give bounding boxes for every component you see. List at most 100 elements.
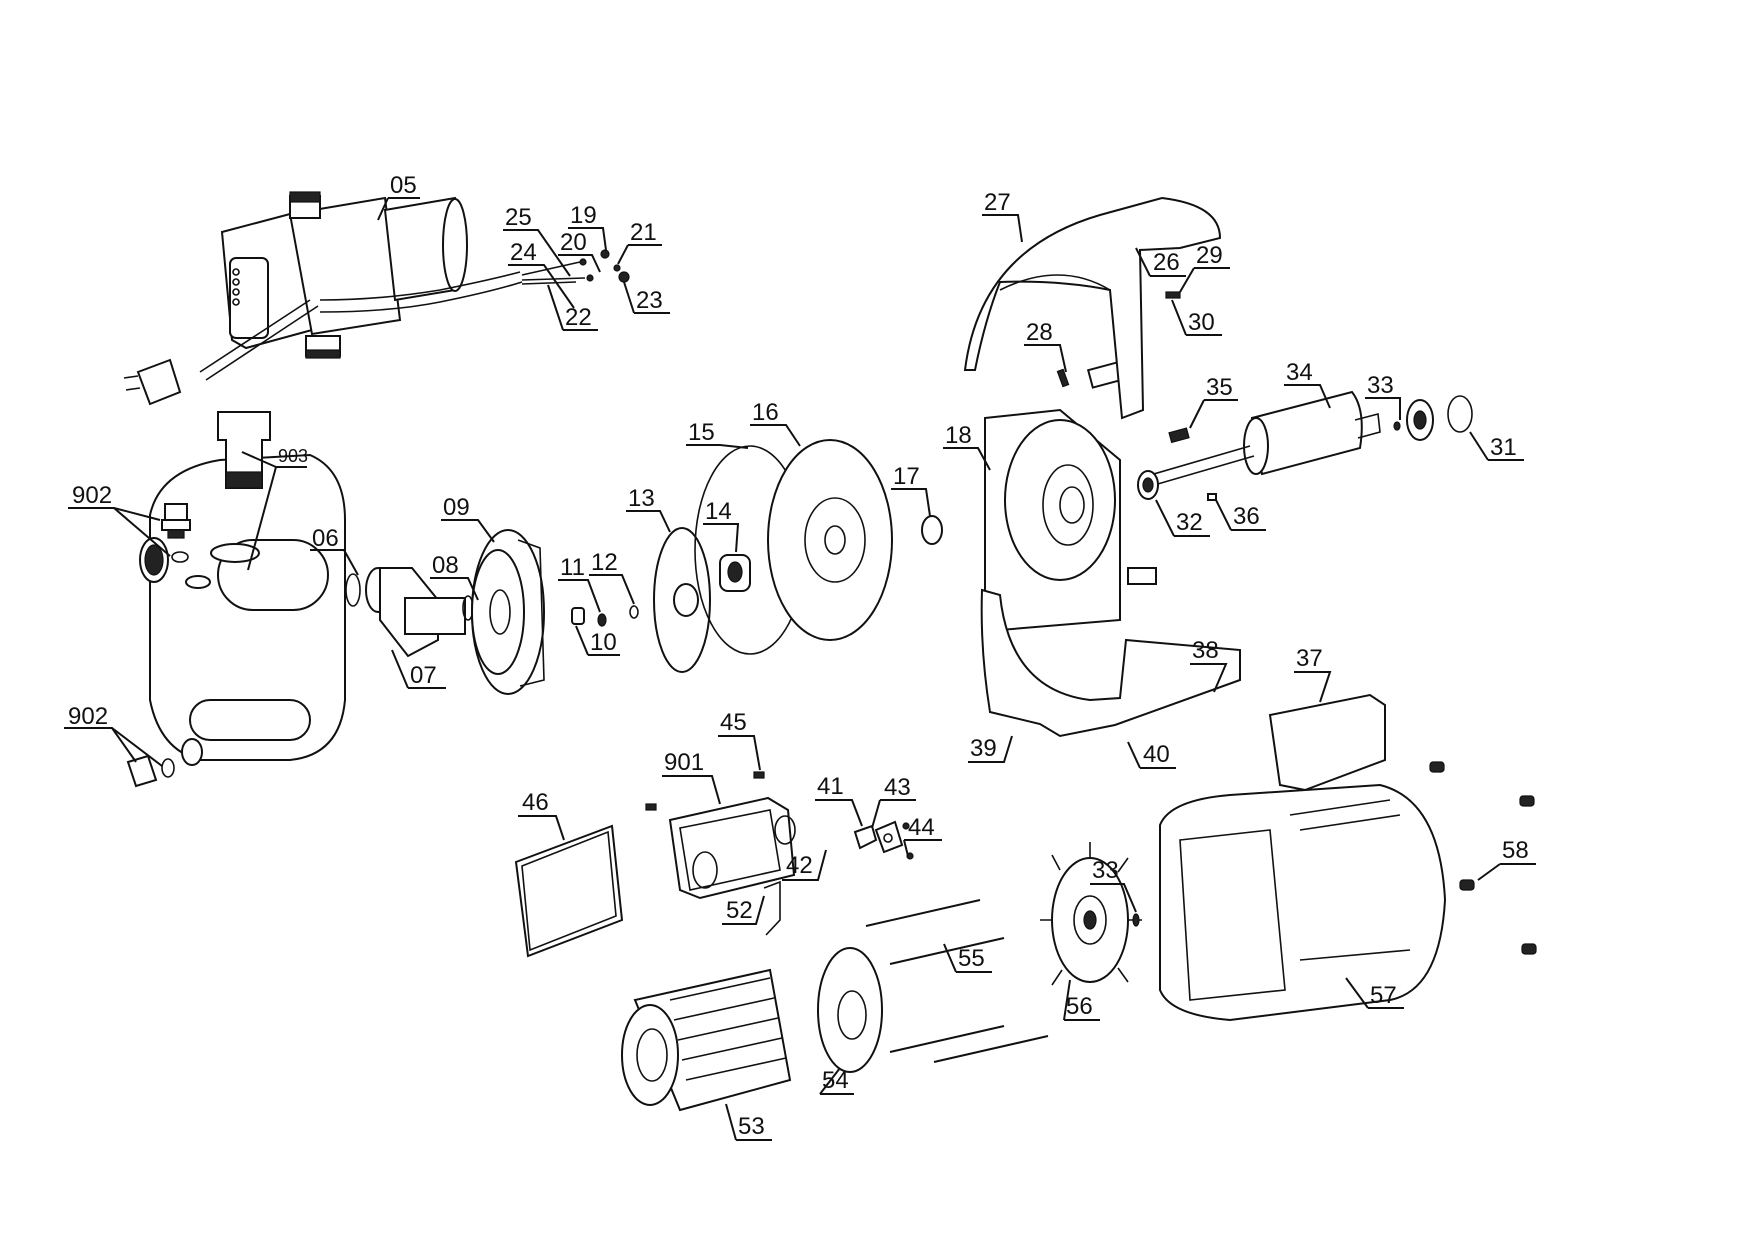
part-label-09: 09	[441, 494, 495, 543]
part-label-57: 57	[1345, 977, 1404, 1009]
part-label-901: 901	[662, 749, 721, 805]
part-label-07: 07	[391, 649, 446, 689]
svg-text:30: 30	[1188, 309, 1215, 336]
svg-text:902: 902	[72, 482, 112, 509]
svg-text:902: 902	[68, 703, 108, 730]
drain-plugs-part	[126, 503, 191, 788]
svg-text:17: 17	[893, 463, 920, 490]
part-label-902-top: 902	[68, 482, 171, 557]
part-label-20: 20	[558, 229, 601, 273]
part-label-08: 08	[430, 552, 479, 601]
svg-text:28: 28	[1026, 319, 1053, 346]
svg-text:58: 58	[1502, 837, 1529, 864]
part-label-903: 903	[241, 446, 308, 571]
svg-text:32: 32	[1176, 509, 1203, 536]
part-label-52: 52	[722, 895, 765, 925]
screw-29-30-part	[1165, 291, 1181, 299]
part-label-12: 12	[589, 549, 635, 605]
part-label-55: 55	[943, 943, 992, 973]
part-label-902-bottom: 902	[64, 703, 163, 767]
part-label-45: 45	[718, 709, 761, 771]
part-label-32: 32	[1155, 499, 1210, 537]
svg-text:46: 46	[522, 789, 549, 816]
pump-housing-part	[139, 411, 346, 766]
svg-text:27: 27	[984, 189, 1011, 216]
handle-part	[963, 196, 1222, 420]
svg-text:45: 45	[720, 709, 747, 736]
pressure-switch-part	[123, 191, 630, 406]
svg-text:31: 31	[1490, 434, 1517, 461]
part-label-21: 21	[617, 219, 662, 265]
part-label-46: 46	[518, 789, 565, 841]
screws-58-part	[1429, 761, 1537, 955]
part-label-39: 39	[968, 735, 1013, 763]
svg-text:07: 07	[410, 662, 437, 689]
part-label-35: 35	[1189, 374, 1238, 429]
svg-text:06: 06	[312, 525, 339, 552]
svg-text:56: 56	[1066, 993, 1093, 1020]
svg-text:24: 24	[510, 239, 537, 266]
svg-text:39: 39	[970, 735, 997, 762]
part-label-22: 22	[547, 284, 598, 331]
svg-text:10: 10	[590, 629, 617, 656]
part-label-42: 42	[782, 849, 827, 881]
part-label-15: 15	[686, 419, 749, 449]
svg-text:54: 54	[822, 1067, 849, 1094]
part-label-30: 30	[1171, 299, 1222, 336]
part-label-23: 23	[623, 281, 670, 314]
svg-text:36: 36	[1233, 503, 1260, 530]
part-label-37: 37	[1294, 645, 1332, 703]
part-label-19: 19	[568, 202, 607, 251]
rotor-part	[1137, 390, 1473, 501]
part-label-11: 11	[558, 554, 601, 613]
svg-text:23: 23	[636, 287, 663, 314]
svg-text:16: 16	[752, 399, 779, 426]
screw-28-part	[1056, 368, 1070, 388]
part-label-34: 34	[1284, 359, 1331, 409]
part-label-28: 28	[1024, 319, 1067, 373]
svg-text:37: 37	[1296, 645, 1323, 672]
capacitor-box-part	[514, 771, 914, 958]
svg-text:22: 22	[565, 304, 592, 331]
washer-33-part	[1132, 913, 1140, 927]
part-label-44: 44	[903, 814, 942, 857]
motor-housing-part	[1159, 783, 1447, 1022]
svg-text:11: 11	[560, 554, 585, 581]
svg-text:903: 903	[278, 446, 308, 466]
svg-text:40: 40	[1143, 741, 1170, 768]
end-shield-part	[817, 947, 883, 1073]
svg-text:18: 18	[945, 422, 972, 449]
svg-text:35: 35	[1206, 374, 1233, 401]
part-label-13: 13	[626, 485, 671, 533]
part-label-56: 56	[1063, 979, 1100, 1021]
svg-text:29: 29	[1196, 242, 1223, 269]
svg-text:15: 15	[688, 419, 715, 446]
svg-text:12: 12	[591, 549, 618, 576]
part-label-33-bottom: 33	[1090, 857, 1137, 913]
part-label-29: 29	[1179, 242, 1230, 293]
part-label-58: 58	[1477, 837, 1536, 881]
svg-text:55: 55	[958, 945, 985, 972]
water-deflector-part	[921, 515, 943, 545]
part-label-31: 31	[1469, 431, 1524, 461]
svg-text:21: 21	[630, 219, 657, 246]
part-label-18: 18	[943, 422, 991, 471]
svg-text:42: 42	[786, 852, 813, 879]
motor-flange-part	[980, 361, 1241, 738]
jet-assembly-part	[345, 567, 474, 658]
part-label-26: 26	[1135, 247, 1186, 277]
part-label-06: 06	[310, 525, 359, 576]
part-label-10: 10	[575, 625, 620, 656]
part-label-25: 25	[503, 204, 571, 277]
part-label-53: 53	[725, 1103, 772, 1141]
svg-text:13: 13	[628, 485, 655, 512]
part-label-54: 54	[819, 1067, 854, 1095]
svg-text:44: 44	[908, 814, 935, 841]
part-label-05: 05	[377, 172, 420, 221]
fan-part	[1040, 842, 1142, 986]
part-label-17: 17	[891, 463, 931, 517]
svg-text:52: 52	[726, 897, 753, 924]
nut-washers-part	[571, 605, 639, 627]
svg-text:09: 09	[443, 494, 470, 521]
